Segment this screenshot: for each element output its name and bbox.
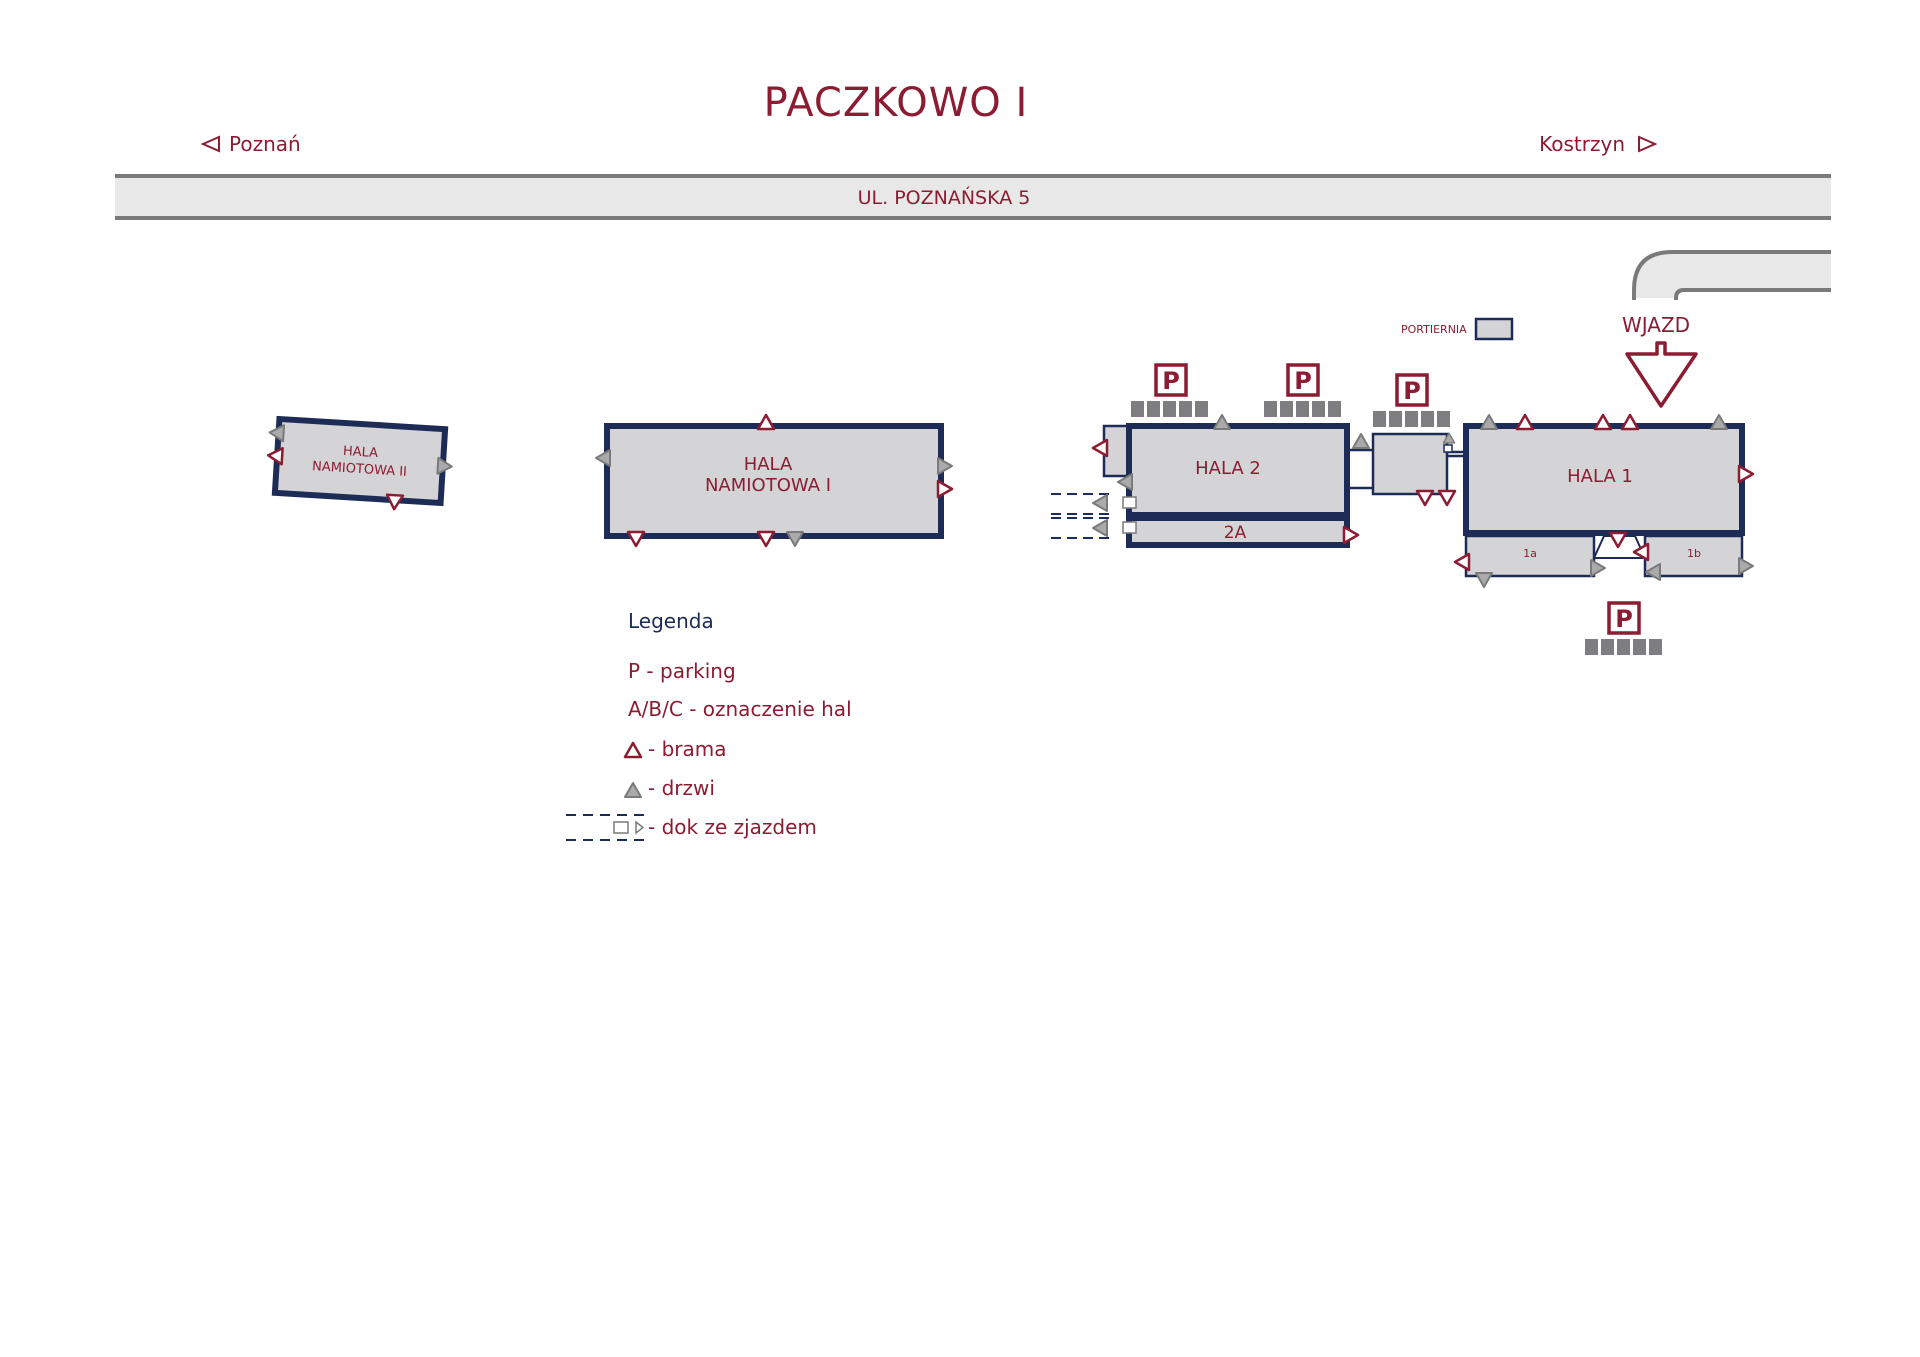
- parking-stalls: [1264, 401, 1341, 417]
- entrance-arrow-icon: [1625, 341, 1698, 408]
- hala-namiotowa-1-label-line1: HALA: [744, 454, 793, 475]
- legend-item-halls: A/B/C - oznaczenie hal: [628, 697, 852, 721]
- entrance-road: [1632, 250, 1831, 300]
- gate-icon: [1515, 413, 1535, 431]
- hala-2[interactable]: HALA 2: [1126, 423, 1350, 518]
- direction-left: Poznań: [200, 132, 301, 156]
- hala-2a[interactable]: 2A: [1126, 515, 1350, 548]
- door-icon: [1590, 559, 1606, 577]
- door-icon: [1738, 557, 1754, 575]
- portiernia-label: PORTIERNIA: [1401, 323, 1467, 336]
- door-icon: [1352, 433, 1370, 449]
- hala-namiotowa-2-label-line2: NAMIOTOWA II: [312, 459, 408, 480]
- hala-1-label: HALA 1: [1567, 466, 1633, 487]
- gate-icon: [756, 413, 776, 431]
- hala-2-label: HALA 2: [1195, 458, 1261, 479]
- connector-building: [1350, 432, 1464, 496]
- hala-namiotowa-2[interactable]: HALA NAMIOTOWA II: [265, 415, 454, 512]
- gate-icon: [1437, 489, 1457, 507]
- gate-triangle-icon: [623, 741, 643, 759]
- direction-right-label: Kostrzyn: [1539, 132, 1625, 156]
- hala-1a[interactable]: 1a: [1464, 534, 1596, 578]
- legend-heading: Legenda: [628, 609, 714, 633]
- map-title: PACZKOWO I: [764, 80, 1029, 126]
- gate-icon: [1091, 438, 1109, 458]
- legend-item-door: - drzwi: [648, 776, 715, 800]
- dock-ramp-icon: [566, 814, 650, 841]
- door-icon: [1475, 572, 1493, 588]
- hala-2a-label: 2A: [1224, 523, 1247, 543]
- street-label: UL. POZNAŃSKA 5: [858, 186, 1031, 209]
- gate-icon: [1620, 413, 1640, 431]
- hala-1a-label: 1a: [1523, 547, 1537, 560]
- hala-1b[interactable]: 1b: [1643, 534, 1744, 578]
- parking-symbol: P: [1615, 605, 1633, 633]
- door-icon: [937, 457, 953, 475]
- gate-icon: [1593, 413, 1613, 431]
- legend: Legenda P - parking A/B/C - oznaczenie h…: [566, 609, 852, 841]
- parking-connector: P: [1373, 373, 1450, 427]
- hala-namiotowa-1[interactable]: HALA NAMIOTOWA I: [595, 413, 954, 548]
- parking-stalls: [1585, 639, 1662, 655]
- hala-namiotowa-2-label-line1: HALA: [343, 444, 379, 461]
- hala-1[interactable]: HALA 1: [1463, 423, 1745, 536]
- dock-icon: [1122, 496, 1137, 509]
- gate-icon: [1737, 464, 1755, 484]
- parking-hala-2-east: P: [1264, 363, 1341, 417]
- gate-icon: [936, 479, 954, 499]
- dock-icon: [1122, 521, 1137, 534]
- hala-namiotowa-1-label-line2: NAMIOTOWA I: [705, 475, 831, 496]
- door-icon: [1213, 414, 1231, 430]
- dock-ramps: [1051, 493, 1137, 539]
- gate-icon: [1342, 525, 1360, 545]
- parking-symbol: P: [1162, 367, 1180, 395]
- door-icon: [1710, 414, 1728, 430]
- gate-icon: [1453, 552, 1471, 572]
- direction-right: Kostrzyn: [1539, 132, 1658, 156]
- parking-stalls: [1373, 411, 1450, 427]
- street-road: UL. POZNAŃSKA 5: [115, 174, 1831, 220]
- door-icon: [1092, 494, 1108, 512]
- legend-item-parking: P - parking: [628, 659, 736, 683]
- parking-hala-1-south: P: [1585, 601, 1662, 655]
- door-icon: [595, 449, 611, 467]
- parking-symbol: P: [1294, 367, 1312, 395]
- door-icon: [1092, 519, 1108, 537]
- parking-hala-2-west: P: [1131, 363, 1208, 417]
- arrow-right-icon: [1638, 135, 1658, 153]
- legend-item-dock: - dok ze zjazdem: [648, 815, 817, 839]
- gate-icon: [1415, 489, 1435, 507]
- arrow-left-icon: [200, 135, 220, 153]
- legend-item-gate: - brama: [648, 737, 727, 761]
- entrance-label: WJAZD: [1622, 313, 1690, 337]
- portiernia-building: [1474, 317, 1514, 341]
- door-triangle-icon: [624, 782, 642, 798]
- hala-1-passage: [1593, 535, 1647, 559]
- door-icon: [1480, 414, 1498, 430]
- direction-left-label: Poznań: [229, 132, 301, 156]
- parking-symbol: P: [1403, 377, 1421, 405]
- parking-stalls: [1131, 401, 1208, 417]
- hala-1b-label: 1b: [1687, 547, 1701, 560]
